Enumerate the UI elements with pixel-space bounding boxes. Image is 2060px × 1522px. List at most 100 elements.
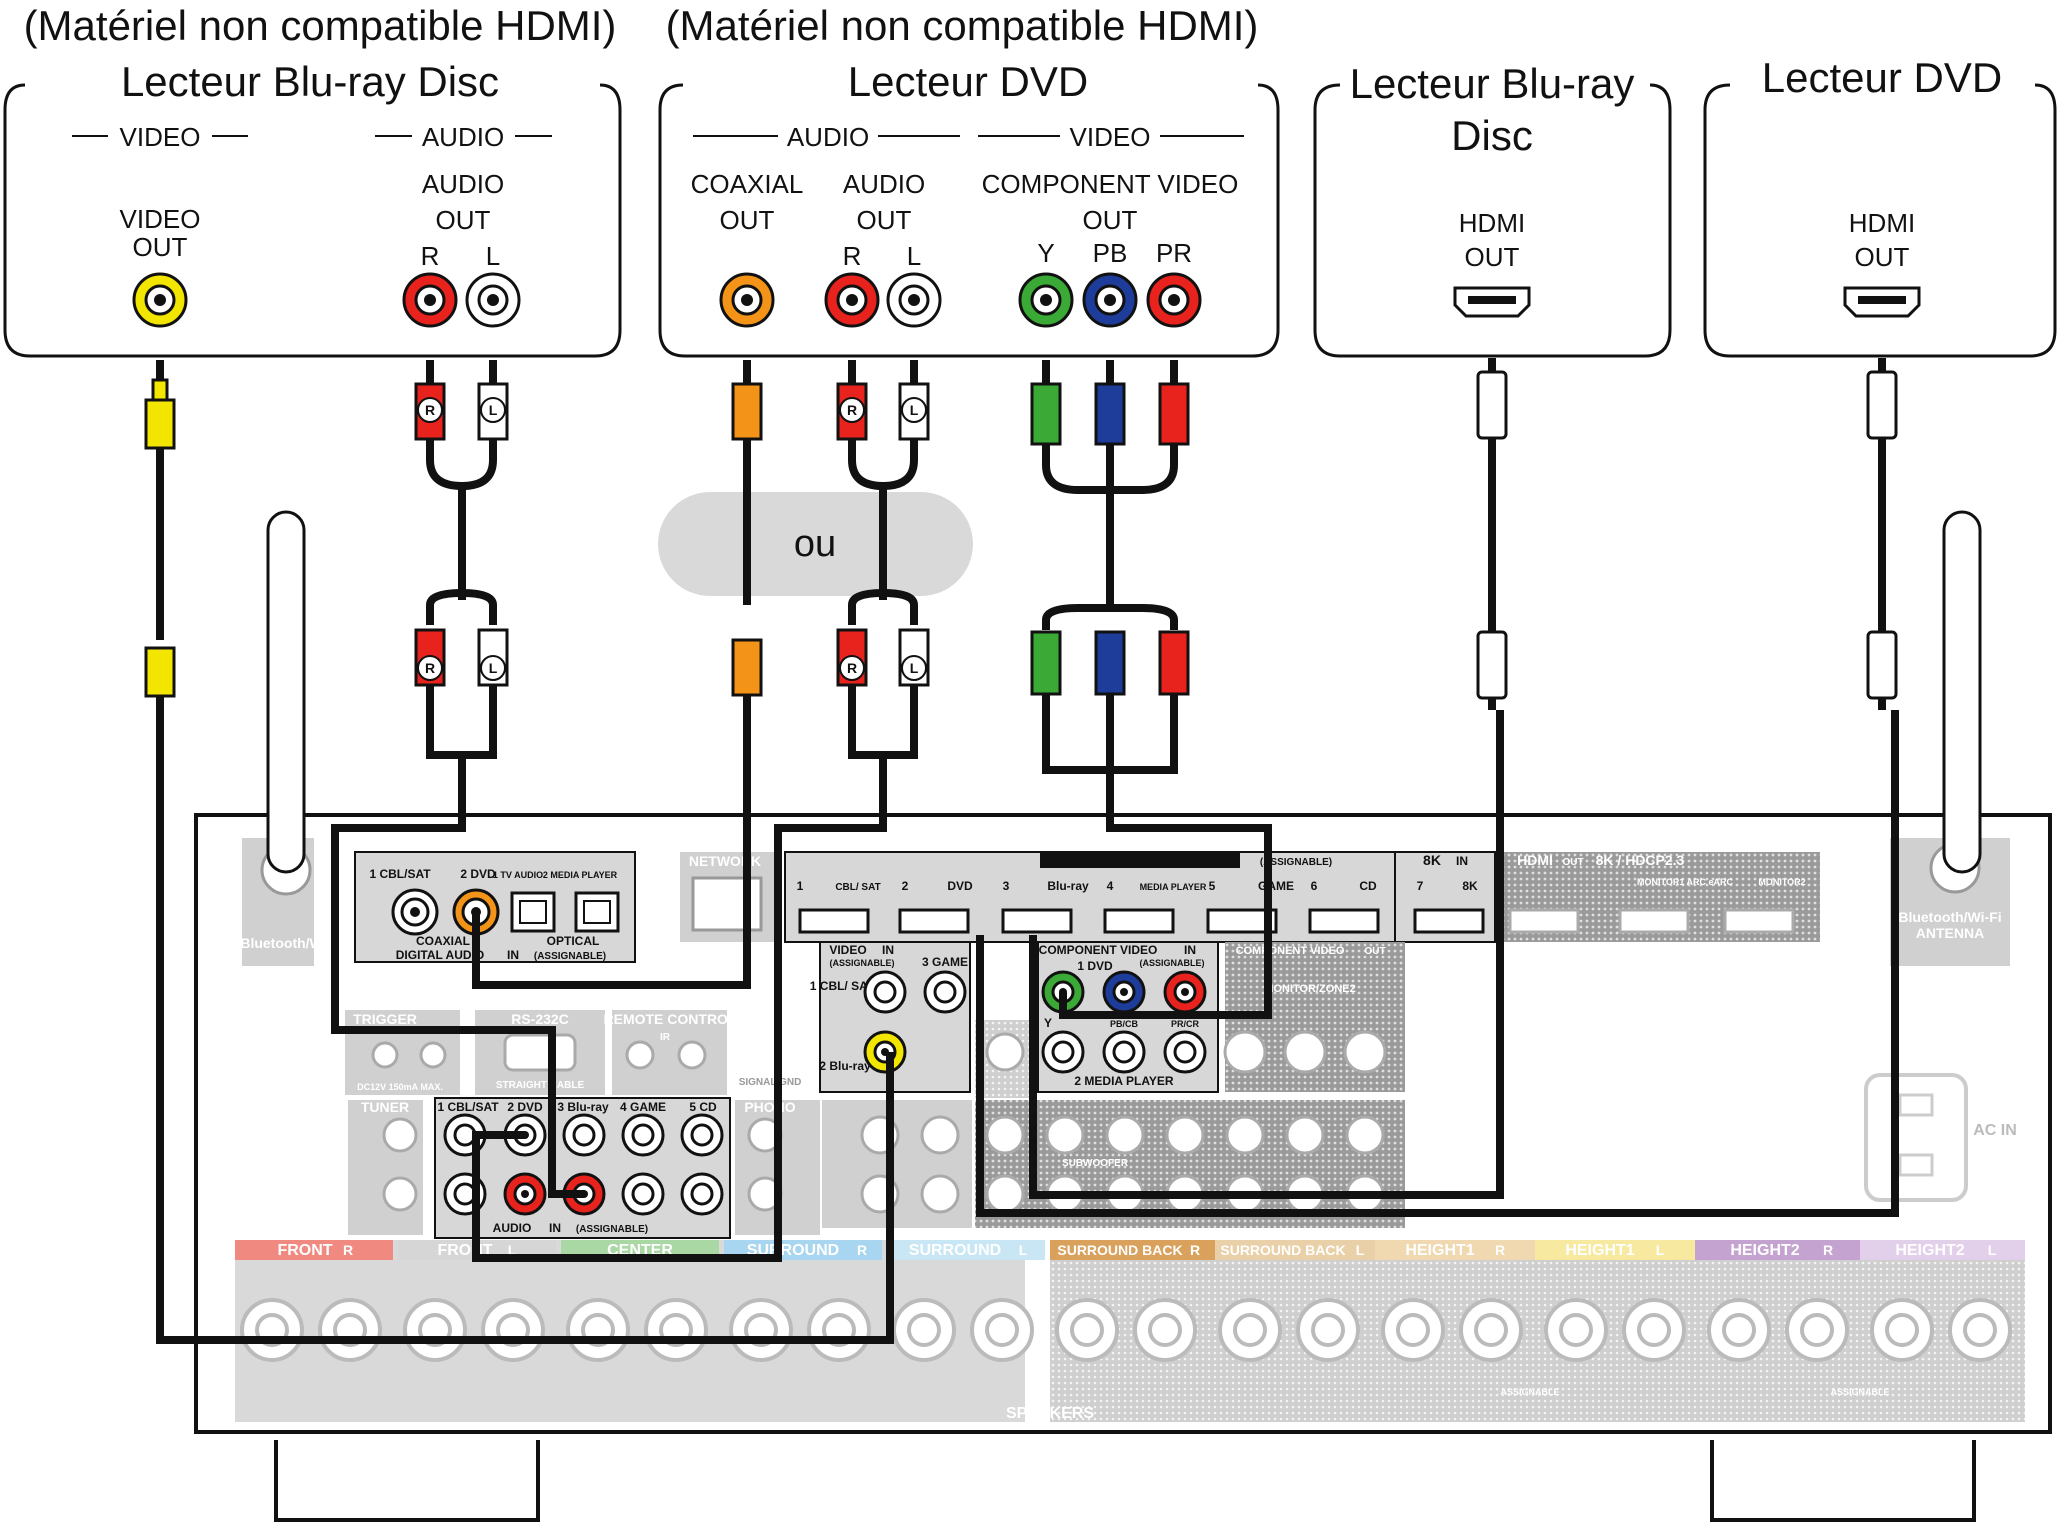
- cables: [156, 710, 1899, 1344]
- cable-bluray-audio: [331, 720, 584, 1198]
- plug-hdmi-dvd-bottom: [1866, 630, 1898, 700]
- control-ports: TRIGGER DC12V 150mA MAX. RS-232C STRAIGH…: [345, 1010, 801, 1095]
- device-dvd-hdmi: Lecteur DVD HDMI OUT: [1703, 54, 2057, 358]
- group-video-label: VIDEO: [120, 122, 201, 152]
- plug-hdmi-bluray-bottom: [1476, 630, 1508, 700]
- cable-splits: [156, 432, 1886, 640]
- hdmi-out-label-dvd-2: OUT: [1855, 242, 1910, 272]
- audio-in-port-4: 4 GAME: [620, 1100, 666, 1114]
- hdmi-port-bluray: [1453, 286, 1531, 318]
- coax-out-label: COAXIAL: [691, 169, 804, 199]
- hdmi-out-monitor2: MONITOR2: [1758, 877, 1805, 887]
- component-jack-pb: [1102, 970, 1146, 1014]
- component-in-y: Y: [1044, 1016, 1052, 1030]
- spk-height2-l: HEIGHT2: [1895, 1242, 1964, 1259]
- optical-port-1: [510, 891, 556, 933]
- rca-jack-component-pb: [1082, 272, 1138, 328]
- rca-jack-component-pr: [1146, 272, 1202, 328]
- audio-in-port-3: 3 Blu-ray: [557, 1100, 609, 1114]
- binding-posts: [240, 1298, 2012, 1362]
- ac-in-label: AC IN: [1973, 1122, 2017, 1139]
- hdmi-port-5-num: 5: [1209, 879, 1216, 893]
- audio-jack-cd-r: [680, 1172, 724, 1216]
- cable-dvd-audio: [472, 720, 918, 1262]
- audio-in-port-5: 5 CD: [689, 1100, 717, 1114]
- optical-label: OPTICAL: [547, 934, 600, 948]
- video-in-header: VIDEO: [829, 943, 866, 957]
- component-in-header: COMPONENT VIDEO: [1039, 943, 1158, 957]
- audio-jack-game-l: [621, 1113, 665, 1157]
- plug-hdmi-bluray-top: [1476, 370, 1508, 440]
- hdmi-in-port-6: [1308, 908, 1380, 934]
- hdmi-out-header: HDMI: [1517, 852, 1553, 868]
- component-jack-pr: [1163, 970, 1207, 1014]
- component-in-media: 2 MEDIA PLAYER: [1074, 1074, 1173, 1088]
- digital-audio-in: IN: [507, 948, 519, 962]
- plug-comp-pr-bottom: [1158, 630, 1190, 696]
- video-jack-bluray: [863, 1030, 907, 1074]
- component-in-assignable: (ASSIGNABLE): [1140, 958, 1205, 968]
- hdmi-8k-strip: 8K IN 7 8K: [1394, 851, 1496, 943]
- ir-label: IR: [660, 1032, 671, 1043]
- plug-letter-l-1: L: [489, 402, 498, 418]
- subwoofer-label: SUBWOOFER: [1062, 1158, 1129, 1169]
- assignable-label-2: ASSIGNABLE: [1830, 1387, 1889, 1397]
- rca-jack-audio-l: [465, 272, 521, 328]
- dvd-audio-out-label-2: OUT: [857, 205, 912, 235]
- device-bluray-hdmi: Lecteur Blu-ray Disc HDMI OUT: [1313, 60, 1672, 358]
- antenna-right-label-2: ANTENNA: [1916, 925, 1984, 941]
- device-title-bluray: Lecteur Blu-ray Disc: [121, 58, 499, 105]
- hdmi-out-label-2: OUT: [1465, 242, 1520, 272]
- component-out-tag: OUT: [1364, 946, 1385, 957]
- hdmi-port-2-name: DVD: [947, 879, 973, 893]
- device-bluray-analog: (Matériel non compatible HDMI) Lecteur B…: [3, 2, 622, 358]
- hdmi-in-port-4: [1103, 908, 1175, 934]
- coax-out-label-2: OUT: [720, 205, 775, 235]
- group-audio-label: AUDIO: [422, 122, 504, 152]
- spk-front-r-tag: R: [343, 1242, 353, 1258]
- antenna-left: Bluetooth/Wi-Fi: [240, 510, 344, 966]
- video-in-tag: IN: [882, 943, 894, 957]
- audio-in-caption: AUDIO: [493, 1221, 532, 1235]
- video-in-panel: VIDEO IN (ASSIGNABLE) 1 CBL/ SAT 3 GAME …: [810, 941, 971, 1093]
- hdmi-in-port-1: [798, 908, 870, 934]
- network-port: NETWORK: [680, 852, 775, 942]
- component-pr-label: PR: [1156, 238, 1192, 268]
- component-y-label: Y: [1037, 238, 1054, 268]
- device-dvd-analog: (Matériel non compatible HDMI) Lecteur D…: [658, 2, 1280, 358]
- audio-jack-dvd-r: [503, 1172, 547, 1216]
- audio-jack-bluray-l: [562, 1113, 606, 1157]
- video-jack-cbl: [863, 970, 907, 1014]
- hdmi-in-header: HDMI: [1040, 852, 1076, 868]
- hdmi-in-port-5: [1206, 908, 1278, 934]
- plug-letter-r-4: R: [847, 660, 857, 676]
- plug-hdmi-dvd-top: [1866, 370, 1898, 440]
- spk-sback-l: SURROUND BACK: [1220, 1242, 1345, 1258]
- digital-in-port-4: 2 MEDIA PLAYER: [543, 870, 618, 880]
- cable-video-yellow: [156, 720, 894, 1344]
- audio-r-label: R: [421, 241, 440, 271]
- cable-hdmi-bluray: [1029, 710, 1504, 1199]
- rca-plugs: [144, 370, 1898, 700]
- plug-coax-bottom: [731, 638, 763, 697]
- rca-jack-component-y: [1018, 272, 1074, 328]
- digital-in-port-2: 2 DVD: [460, 867, 496, 881]
- note-non-hdmi-2: (Matériel non compatible HDMI): [666, 2, 1259, 49]
- audio-l-label: L: [486, 241, 500, 271]
- component-in-pb: PB/CB: [1110, 1019, 1139, 1029]
- hdmi-out-tag: OUT: [1562, 857, 1583, 868]
- audio-in-port-1: 1 CBL/SAT: [437, 1100, 499, 1114]
- rca-jack-coaxial-orange: [719, 272, 775, 328]
- digital-audio-in-panel: 1 CBL/SAT 2 DVD 1 TV AUDIO 2 MEDIA PLAYE…: [354, 851, 636, 963]
- plug-comp-pr-top: [1158, 382, 1190, 446]
- plug-comp-pb-bottom: [1094, 630, 1126, 696]
- cable-hdmi-dvd: [976, 710, 1899, 1217]
- hdmi-port-6-name: CD: [1359, 879, 1377, 893]
- signal-gnd-label: SIGNAL GND: [739, 1077, 802, 1088]
- spk-surround-l-tag: L: [1019, 1242, 1028, 1258]
- video-in-cbl: 1 CBL/ SAT: [810, 979, 875, 993]
- hdmi-in-spec: 4K / HDCP2.3: [1152, 852, 1241, 868]
- speaker-terminals: FRONT R FRONT L CENTER SURROUND R SURROU…: [235, 1240, 2025, 1422]
- hdmi-out-strip: HDMI OUT 8K / HDCP2.3 MONITOR1 ARC eARC …: [1500, 852, 1820, 942]
- component-in-tag: IN: [1184, 943, 1196, 957]
